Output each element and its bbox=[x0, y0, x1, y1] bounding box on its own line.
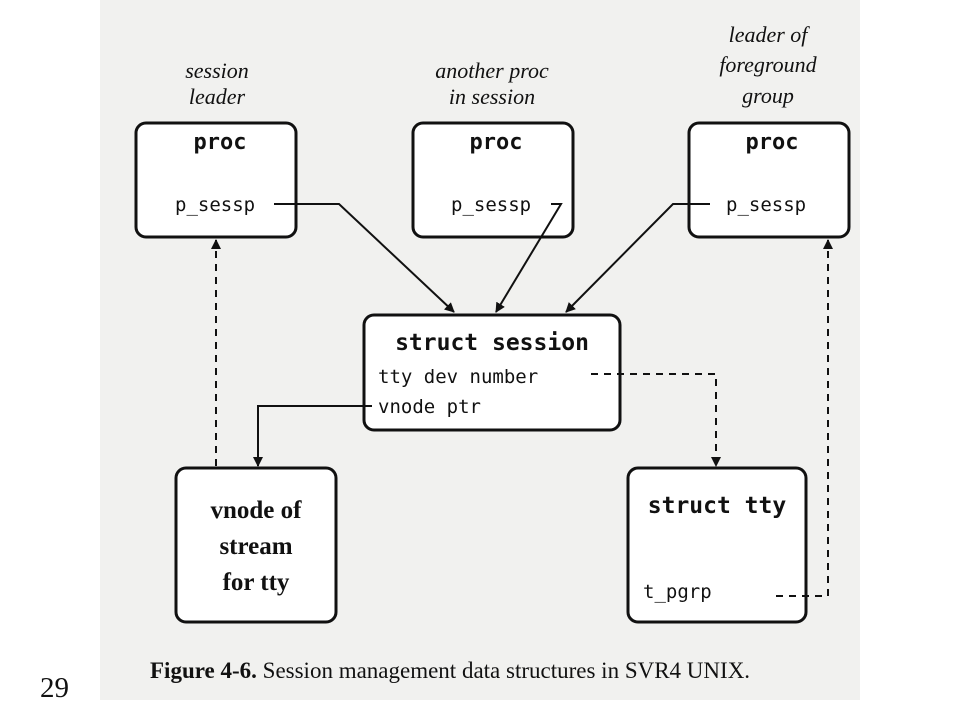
annotation-line: foreground bbox=[719, 52, 817, 77]
arrow-proc2-to-session bbox=[495, 203, 563, 313]
struct-session-field-tty-dev: tty dev number bbox=[378, 366, 538, 388]
struct-tty-box: struct tty t_pgrp bbox=[626, 466, 808, 624]
proc-field-p-sessp: p_sessp bbox=[726, 194, 806, 216]
proc-box-frame bbox=[411, 121, 575, 239]
struct-session-box: struct session tty dev number vnode ptr bbox=[362, 313, 622, 432]
vnode-box-line: vnode of bbox=[211, 497, 303, 524]
struct-session-frame bbox=[362, 313, 622, 432]
arrow-proc3-to-session bbox=[565, 203, 710, 313]
figure-caption-text: Session management data structures in SV… bbox=[256, 658, 751, 683]
annotation-another-proc: another proc in session bbox=[435, 58, 549, 109]
arrow-vnode-ptr-to-vnode bbox=[253, 405, 372, 467]
struct-tty-frame bbox=[626, 466, 808, 624]
annotation-session-leader: session leader bbox=[185, 58, 249, 109]
figure-caption: Figure 4-6. Session management data stru… bbox=[150, 658, 750, 684]
vnode-box-line: stream bbox=[219, 533, 292, 560]
proc-title: proc bbox=[470, 130, 523, 155]
annotation-line: session bbox=[185, 58, 249, 83]
proc-box-frame bbox=[134, 121, 298, 239]
proc-field-p-sessp: p_sessp bbox=[175, 194, 255, 216]
annotation-line: group bbox=[742, 83, 794, 108]
struct-tty-field-t-pgrp: t_pgrp bbox=[643, 581, 712, 603]
annotation-line: leader of bbox=[729, 22, 811, 47]
proc-title: proc bbox=[746, 130, 799, 155]
annotation-foreground-leader: leader of foreground group bbox=[719, 22, 817, 108]
struct-session-title: struct session bbox=[395, 330, 589, 356]
proc-box-session-leader: proc p_sessp bbox=[134, 121, 298, 239]
arrow-proc1-to-session bbox=[274, 203, 455, 313]
annotation-line: leader bbox=[189, 84, 246, 109]
vnode-box-line: for tty bbox=[223, 569, 290, 596]
vnode-box: vnode of stream for tty bbox=[174, 466, 338, 624]
proc-box-another-proc: proc p_sessp bbox=[411, 121, 575, 239]
page-number: 29 bbox=[40, 672, 69, 704]
struct-tty-title: struct tty bbox=[648, 493, 787, 519]
annotation-line: in session bbox=[449, 84, 535, 109]
arrow-tty-dev-to-tty bbox=[591, 373, 721, 467]
annotation-line: another proc bbox=[435, 58, 549, 83]
proc-box-foreground-leader: proc p_sessp bbox=[687, 121, 851, 239]
proc-title: proc bbox=[194, 130, 247, 155]
struct-session-field-vnode-ptr: vnode ptr bbox=[378, 396, 481, 418]
vnode-box-frame bbox=[174, 466, 338, 624]
figure-caption-label: Figure 4-6. bbox=[150, 658, 257, 683]
arrow-t-pgrp-to-foreground-leader bbox=[776, 239, 833, 597]
proc-box-frame bbox=[687, 121, 851, 239]
proc-field-p-sessp: p_sessp bbox=[451, 194, 531, 216]
